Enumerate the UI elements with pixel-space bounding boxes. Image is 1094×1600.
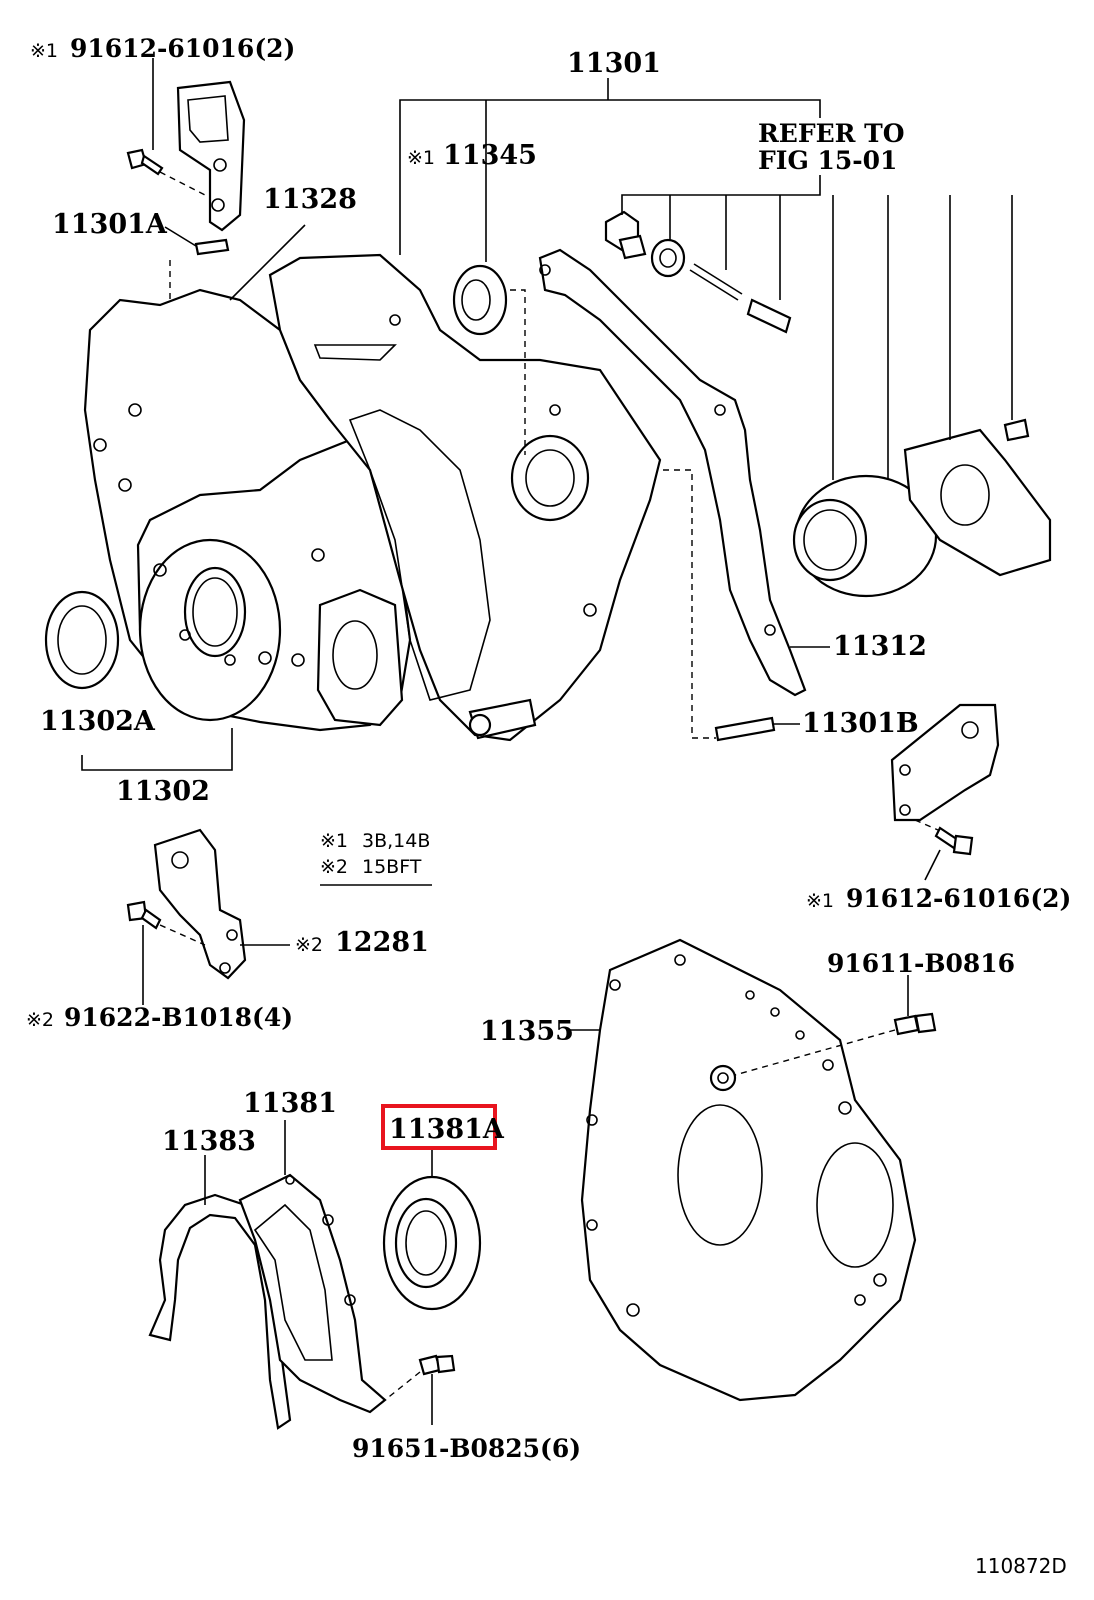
label-11381a: 11381A <box>389 1114 505 1145</box>
label-11381: 11381 <box>243 1088 337 1119</box>
note-1-text: 3B,14B <box>362 830 430 852</box>
label-mark-bolt-right: ※1 <box>806 890 834 912</box>
gasket-11312 <box>538 248 807 697</box>
bolt-right-icon <box>934 826 974 856</box>
bracket-12281 <box>153 828 247 980</box>
right-bracket <box>890 703 1000 822</box>
bolt-91651-icon <box>418 1354 456 1376</box>
seal-11302a-icon <box>44 590 120 690</box>
oil-pump-boss <box>316 588 404 727</box>
label-91612-right: 91612-61016(2) <box>846 884 1071 913</box>
bolt-top-left-icon <box>126 148 164 176</box>
top-left-bracket <box>176 80 246 232</box>
refer-parts <box>604 210 1052 598</box>
label-91612-top: 91612-61016(2) <box>70 34 295 63</box>
label-refer-to: REFER TO <box>758 119 905 148</box>
label-11328: 11328 <box>263 184 357 215</box>
label-91611: 91611-B0816 <box>827 949 1015 978</box>
label-11301: 11301 <box>567 48 661 79</box>
label-11302a: 11302A <box>40 706 156 737</box>
rear-seal-11381a-icon <box>382 1175 482 1311</box>
label-mark-12281: ※2 <box>295 934 323 956</box>
figure-code: 110872D <box>975 1554 1067 1578</box>
label-mark-91622: ※2 <box>26 1009 54 1031</box>
note-2-text: 15BFT <box>362 856 422 878</box>
note-2-mark: ※2 <box>320 856 348 878</box>
seal-11345-icon <box>452 264 508 336</box>
highlight-box-11381a <box>381 1104 497 1150</box>
retainer-11381 <box>238 1173 387 1414</box>
label-mark-1a: ※1 <box>30 40 58 62</box>
note-1-mark: ※1 <box>320 830 348 852</box>
label-11302: 11302 <box>116 776 210 807</box>
gasket-11383 <box>148 1193 292 1430</box>
label-12281: 12281 <box>335 927 429 958</box>
label-11312: 11312 <box>833 631 927 662</box>
label-mark-11345: ※1 <box>407 147 435 169</box>
label-11301b: 11301B <box>802 708 919 739</box>
timing-case-11301 <box>268 253 662 742</box>
bolt-left-mid-icon <box>126 900 162 930</box>
label-11355: 11355 <box>480 1016 574 1047</box>
stud-11301a-icon <box>194 238 230 256</box>
label-91651: 91651-B0825(6) <box>352 1434 581 1463</box>
stud-11301b-icon <box>714 716 776 742</box>
label-11383: 11383 <box>162 1126 256 1157</box>
label-11345: 11345 <box>443 140 537 171</box>
label-fig-15-01: FIG 15-01 <box>758 146 897 175</box>
label-11301a: 11301A <box>52 209 168 240</box>
end-plate-11355 <box>580 938 917 1402</box>
bolt-91611-icon <box>893 1012 937 1036</box>
label-91622: 91622-B1018(4) <box>64 1003 293 1032</box>
